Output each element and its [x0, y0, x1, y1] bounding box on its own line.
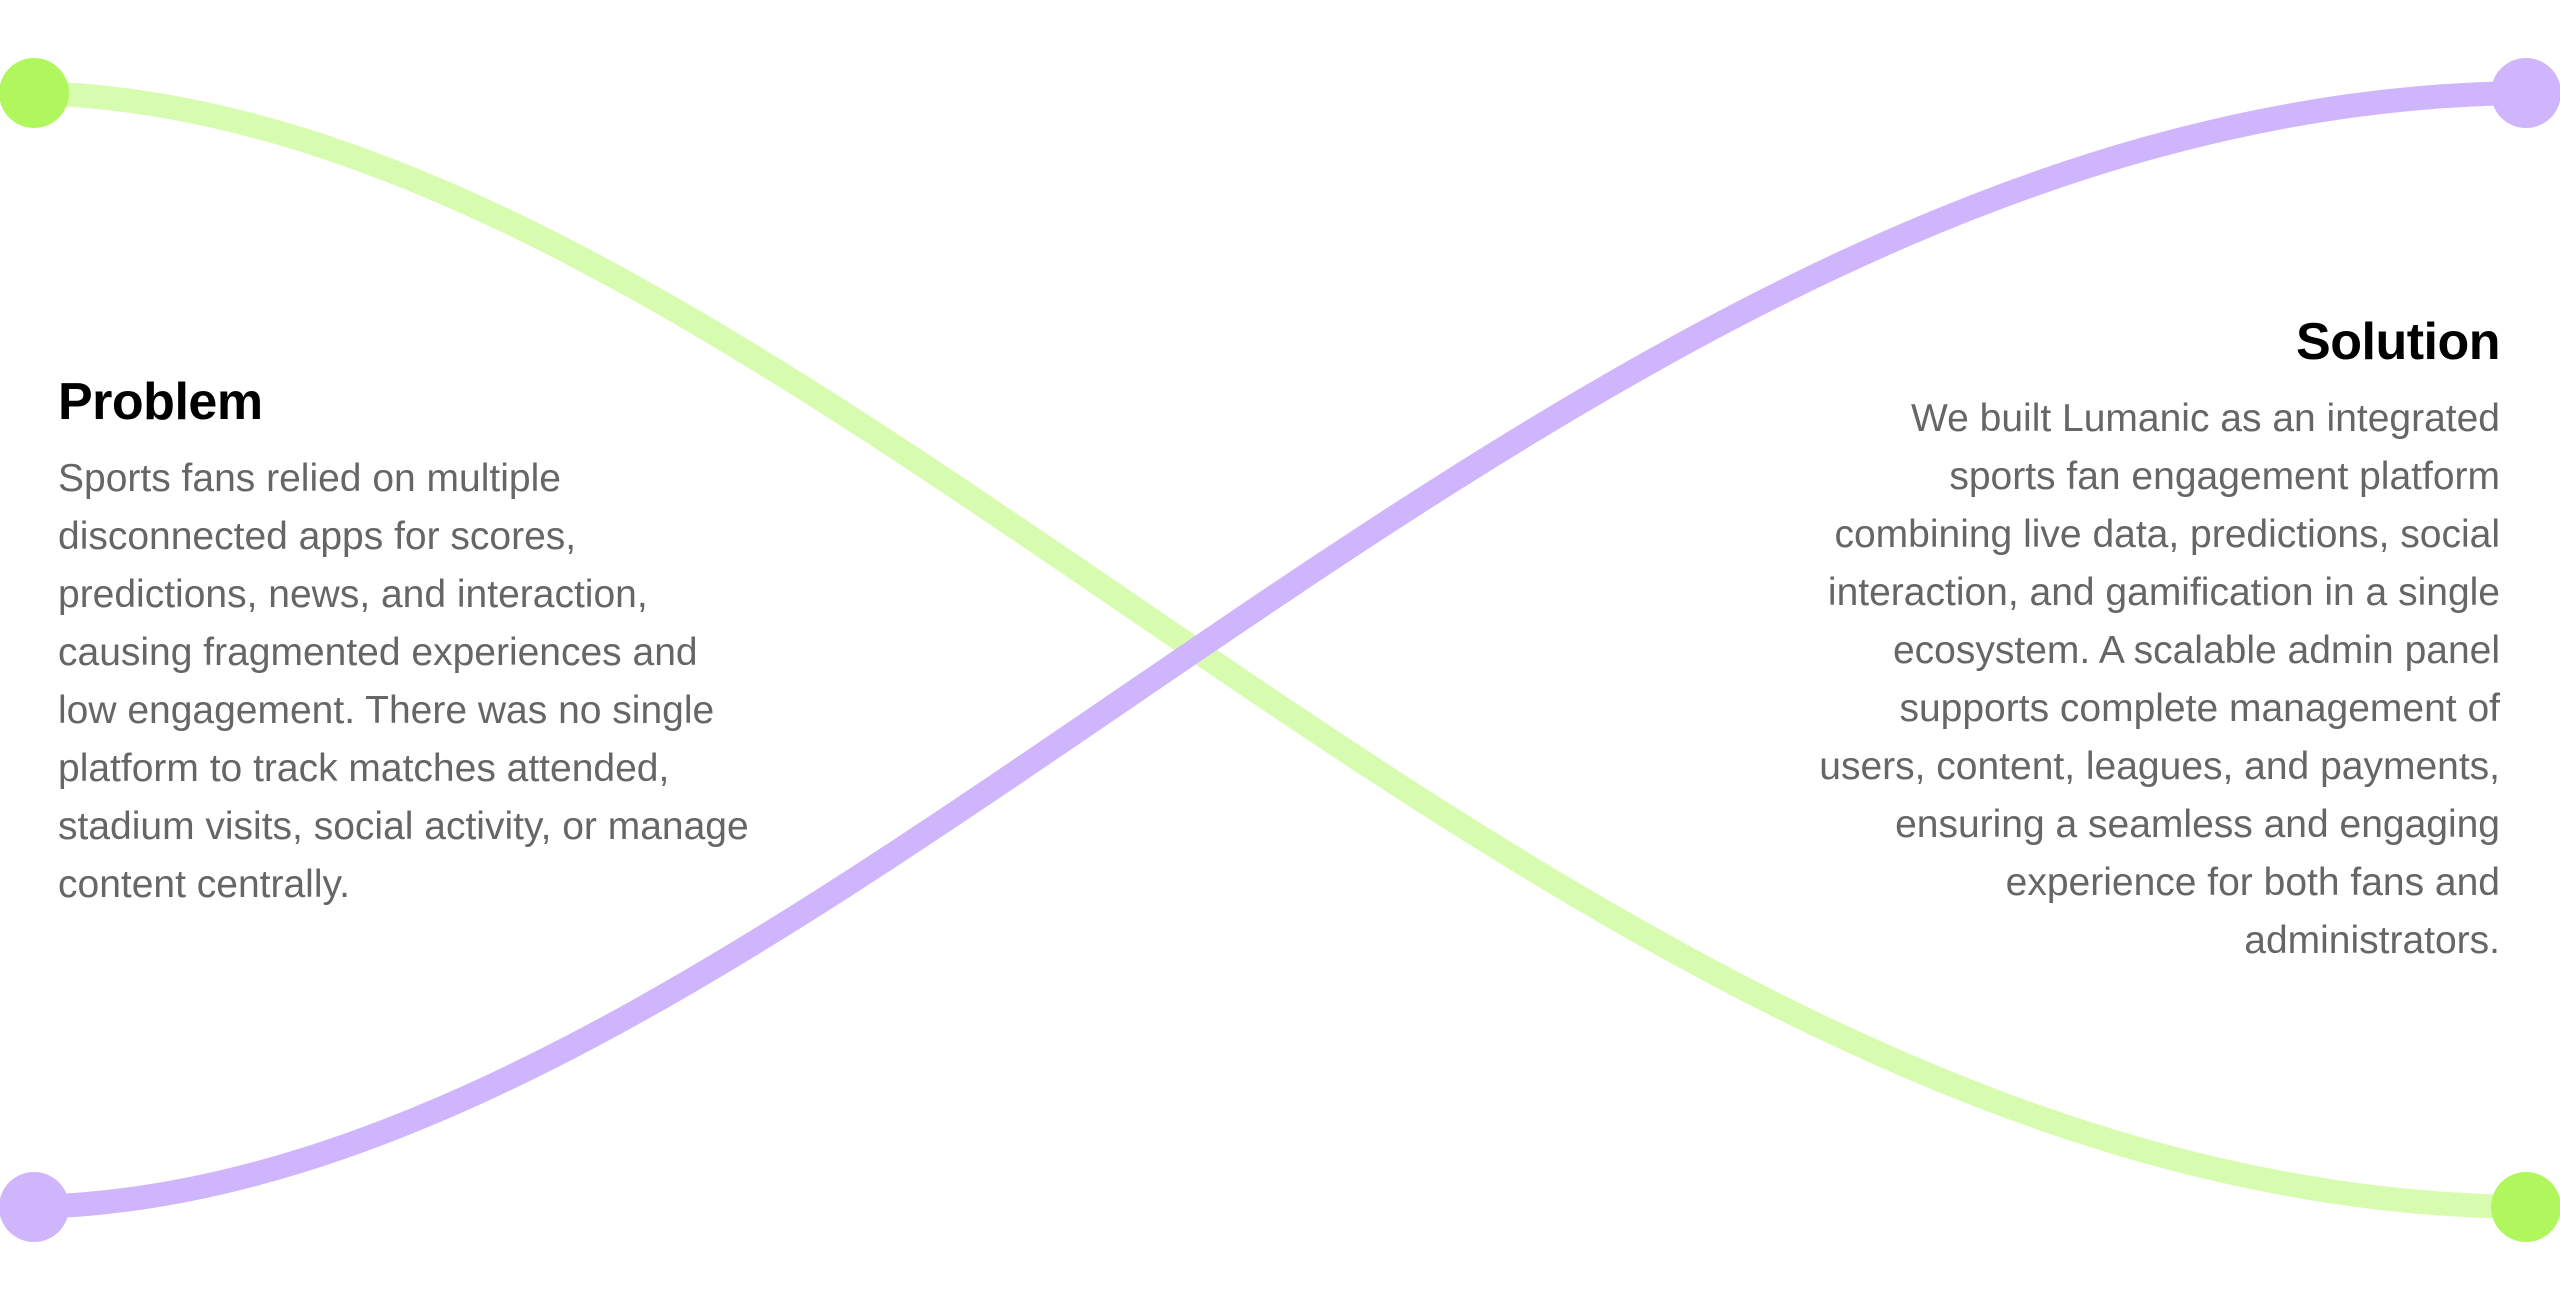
- purple-curve: [32, 81, 2527, 1219]
- problem-line: content centrally.: [58, 863, 350, 906]
- solution-line: ecosystem. A scalable admin panel: [1892, 629, 2500, 672]
- solution-body: We built Lumanic as an integrated sports…: [1819, 390, 2500, 970]
- problem-body: Sports fans relied on multiple disconnec…: [58, 450, 749, 914]
- solution-line: combining live data, predictions, social: [1834, 513, 2500, 556]
- problem-title: Problem: [58, 373, 263, 431]
- solution-line: experience for both fans and: [2005, 861, 2500, 904]
- solution-line: We built Lumanic as an integrated: [1911, 397, 2500, 440]
- green-dot-top-left: [0, 58, 69, 128]
- solution-section: Solution We built Lumanic as an integrat…: [1819, 312, 2500, 970]
- problem-line: stadium visits, social activity, or mana…: [58, 805, 749, 848]
- solution-line: interaction, and gamification in a singl…: [1827, 571, 2500, 614]
- solution-line: ensuring a seamless and engaging: [1895, 803, 2500, 846]
- problem-line: platform to track matches attended,: [58, 747, 670, 790]
- green-dot-bottom-right: [2491, 1172, 2560, 1242]
- problem-line: Sports fans relied on multiple: [58, 457, 561, 500]
- problem-section: Problem Sports fans relied on multiple d…: [58, 372, 749, 914]
- problem-line: causing fragmented experiences and: [58, 631, 698, 674]
- solution-line: sports fan engagement platform: [1949, 455, 2500, 498]
- solution-line: administrators.: [2244, 919, 2500, 962]
- problem-line: predictions, news, and interaction,: [58, 573, 648, 616]
- problem-line: disconnected apps for scores,: [58, 515, 577, 558]
- purple-dot-top-right: [2491, 58, 2560, 128]
- purple-dot-bottom-left: [0, 1172, 69, 1242]
- solution-title: Solution: [2296, 313, 2500, 371]
- solution-line: users, content, leagues, and payments,: [1819, 745, 2500, 788]
- problem-line: low engagement. There was no single: [58, 689, 715, 732]
- solution-line: supports complete management of: [1899, 687, 2500, 730]
